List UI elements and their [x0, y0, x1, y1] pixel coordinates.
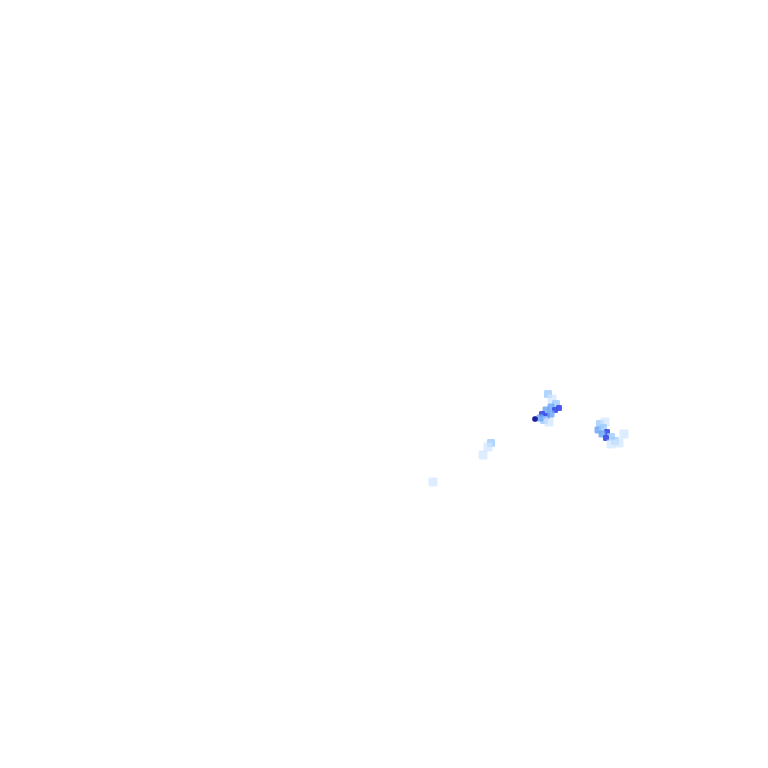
echo-cluster-west-trace [428, 439, 495, 487]
echo-cell [614, 438, 624, 448]
echo-cell [536, 414, 544, 422]
echo-core-marker [532, 416, 538, 422]
echo-cell [547, 410, 555, 418]
echo-cell [603, 435, 609, 441]
echo-cell [619, 429, 629, 439]
echo-cell [478, 450, 488, 460]
echo-cell [428, 477, 438, 487]
echo-cell [556, 405, 562, 411]
echo-cell [483, 442, 493, 452]
echo-cell [544, 417, 554, 427]
echo-cell [606, 439, 616, 449]
echo-cluster-east [594, 417, 629, 449]
